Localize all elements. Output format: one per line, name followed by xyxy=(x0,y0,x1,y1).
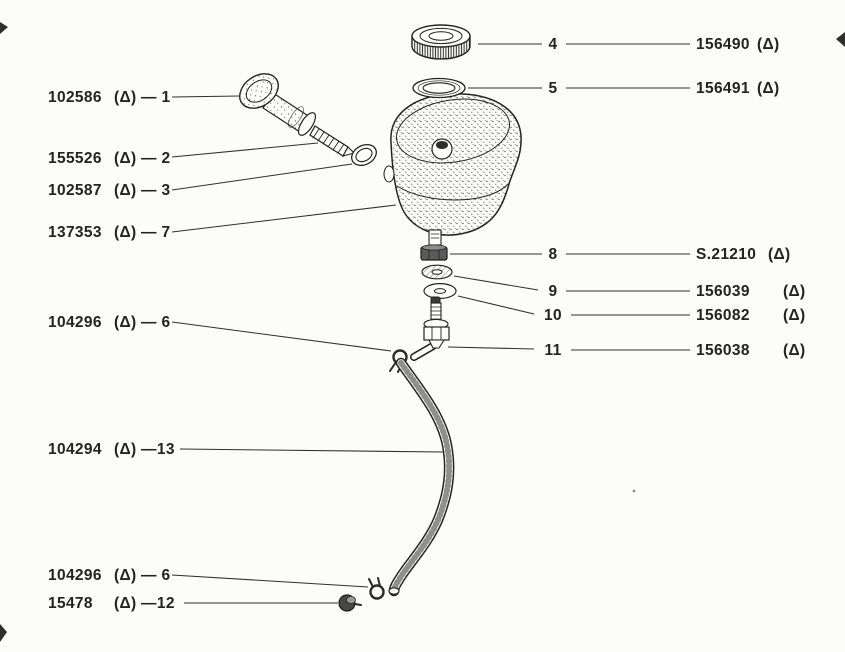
ref-number-text: — 3 xyxy=(141,182,171,199)
callout-right-5: 5 156491 (Δ) xyxy=(549,80,780,97)
part-number-text: 156039 xyxy=(696,283,750,300)
callout-left-6-upper: 104296 (Δ) — 6 xyxy=(48,314,171,331)
callout-left-1: 102586 (Δ) — 1 xyxy=(48,89,171,106)
part-number-text: 102586 xyxy=(48,89,102,106)
part-6-hose-clamp-lower xyxy=(368,577,385,600)
callouts-right: 4 156490 (Δ) 5 156491 (Δ) 8 S.21210 (Δ) … xyxy=(544,36,805,359)
ref-number-text: —13 xyxy=(141,441,175,458)
ref-number-text: — 7 xyxy=(141,224,170,241)
drawing xyxy=(239,24,522,612)
part-number-text: 156038 xyxy=(696,342,750,359)
part-number-text: 104296 xyxy=(48,567,102,584)
ref-number-text: — 1 xyxy=(141,89,171,106)
ref-number-text: — 6 xyxy=(141,314,171,331)
delta-marker: (Δ) xyxy=(114,224,137,241)
delta-marker: (Δ) xyxy=(114,182,137,199)
leader-line xyxy=(179,448,444,453)
callout-left-2: 155526 (Δ) — 2 xyxy=(48,150,170,167)
ref-number-text: — 2 xyxy=(141,150,170,167)
part-11-outlet-valve xyxy=(410,296,450,361)
part-4-filler-cap xyxy=(411,24,471,60)
leader-line xyxy=(457,295,535,315)
ref-number-text: 4 xyxy=(549,36,558,53)
callout-right-11: 11 156038 (Δ) xyxy=(544,342,805,359)
leader-line xyxy=(171,204,397,233)
part-number-text: 104296 xyxy=(48,314,102,331)
callout-left-3: 102587 (Δ) — 3 xyxy=(48,182,171,199)
delta-marker: (Δ) xyxy=(768,246,791,263)
delta-marker: (Δ) xyxy=(114,595,137,612)
ref-number-text: 11 xyxy=(544,342,561,359)
callout-left-6-lower: 104296 (Δ) — 6 xyxy=(48,567,171,584)
delta-marker: (Δ) xyxy=(114,314,137,331)
leader-line xyxy=(447,346,535,350)
part-number-text: 15478 xyxy=(48,595,93,612)
part-number-text: 102587 xyxy=(48,182,102,199)
callout-right-4: 4 156490 (Δ) xyxy=(549,36,780,53)
leader-line xyxy=(171,142,319,158)
leader-line xyxy=(453,275,539,291)
part-number-text: 104294 xyxy=(48,441,102,458)
delta-marker: (Δ) xyxy=(757,80,780,97)
delta-marker: (Δ) xyxy=(783,342,806,359)
edge-mark xyxy=(0,624,7,642)
delta-marker: (Δ) xyxy=(114,567,137,584)
callout-left-12: 15478 (Δ) —12 xyxy=(48,595,175,612)
part-number-text: 156082 xyxy=(696,307,750,324)
scan-artifacts xyxy=(0,22,845,642)
edge-mark xyxy=(0,22,8,34)
leader-line xyxy=(171,321,392,352)
ref-number-text: — 6 xyxy=(141,567,171,584)
delta-marker: (Δ) xyxy=(783,283,806,300)
ref-number-text: —12 xyxy=(141,595,175,612)
ink-speck xyxy=(632,489,636,493)
delta-marker: (Δ) xyxy=(114,150,137,167)
callouts-left: 102586 (Δ) — 1 155526 (Δ) — 2 102587 (Δ)… xyxy=(48,89,175,612)
delta-marker: (Δ) xyxy=(114,441,137,458)
leader-line xyxy=(171,95,241,98)
part-number-text: 155526 xyxy=(48,150,102,167)
part-9-washer xyxy=(421,264,453,280)
leader-line xyxy=(171,163,353,191)
edge-mark xyxy=(836,32,845,47)
callout-right-9: 9 156039 (Δ) xyxy=(549,283,806,300)
part-5-seal-ring xyxy=(412,77,466,99)
part-number-text: 156491 xyxy=(696,80,750,97)
part-13-hose xyxy=(388,357,455,597)
ref-number-text: 9 xyxy=(549,283,558,300)
part-10-washer xyxy=(423,283,457,300)
callout-left-13: 104294 (Δ) —13 xyxy=(48,441,175,458)
ref-number-text: 8 xyxy=(549,246,558,263)
ref-number-text: 5 xyxy=(549,80,558,97)
leader-lines xyxy=(171,43,690,604)
part-7-reservoir-body xyxy=(383,93,522,246)
callout-right-8: 8 S.21210 (Δ) xyxy=(549,246,791,263)
part-number-text: 156490 xyxy=(696,36,750,53)
ref-number-text: 10 xyxy=(544,307,562,324)
part-12-end-fitting xyxy=(338,594,362,612)
callout-left-7: 137353 (Δ) — 7 xyxy=(48,224,170,241)
delta-marker: (Δ) xyxy=(783,307,806,324)
part-number-text: S.21210 xyxy=(696,246,756,263)
part-2-screw xyxy=(309,125,356,157)
delta-marker: (Δ) xyxy=(114,89,137,106)
callout-right-10: 10 156082 (Δ) xyxy=(544,307,805,324)
leader-line xyxy=(171,574,369,588)
part-1-filler-neck xyxy=(239,73,317,136)
delta-marker: (Δ) xyxy=(757,36,780,53)
part-8-nut xyxy=(420,244,448,261)
part-3-seal-ring xyxy=(351,143,377,167)
part-number-text: 137353 xyxy=(48,224,102,241)
